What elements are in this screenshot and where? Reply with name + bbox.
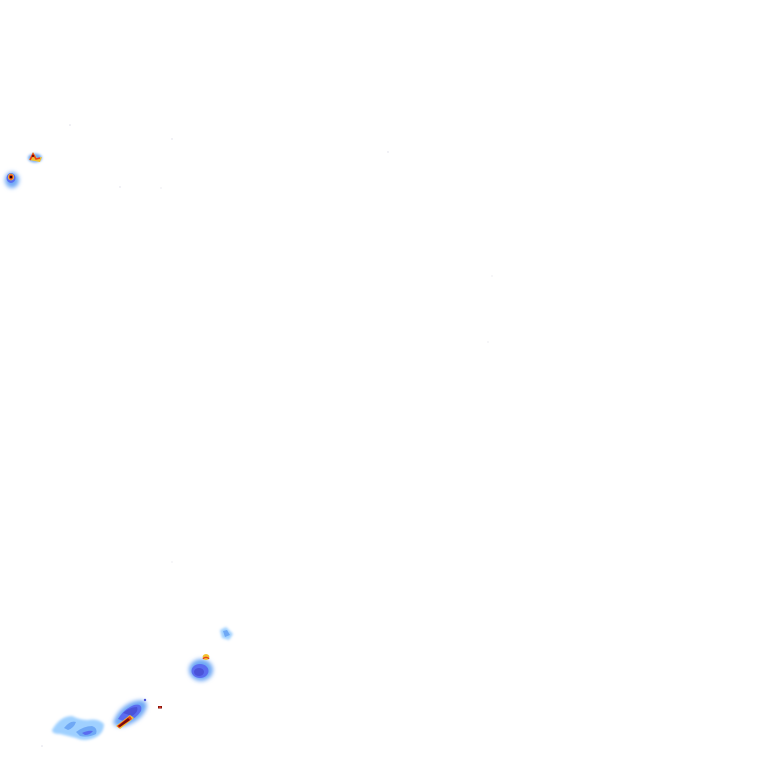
clutter-specks <box>41 124 493 747</box>
radar-cell-south-strong <box>113 698 147 729</box>
radar-cell-southeast-small <box>220 627 233 640</box>
radar-cell-northwest-a <box>28 152 42 163</box>
radar-cell-south-central <box>189 654 213 681</box>
radar-cell-southwest-band <box>52 716 104 740</box>
radar-speck-east <box>158 706 162 709</box>
radar-cell-northwest-b <box>5 172 19 188</box>
